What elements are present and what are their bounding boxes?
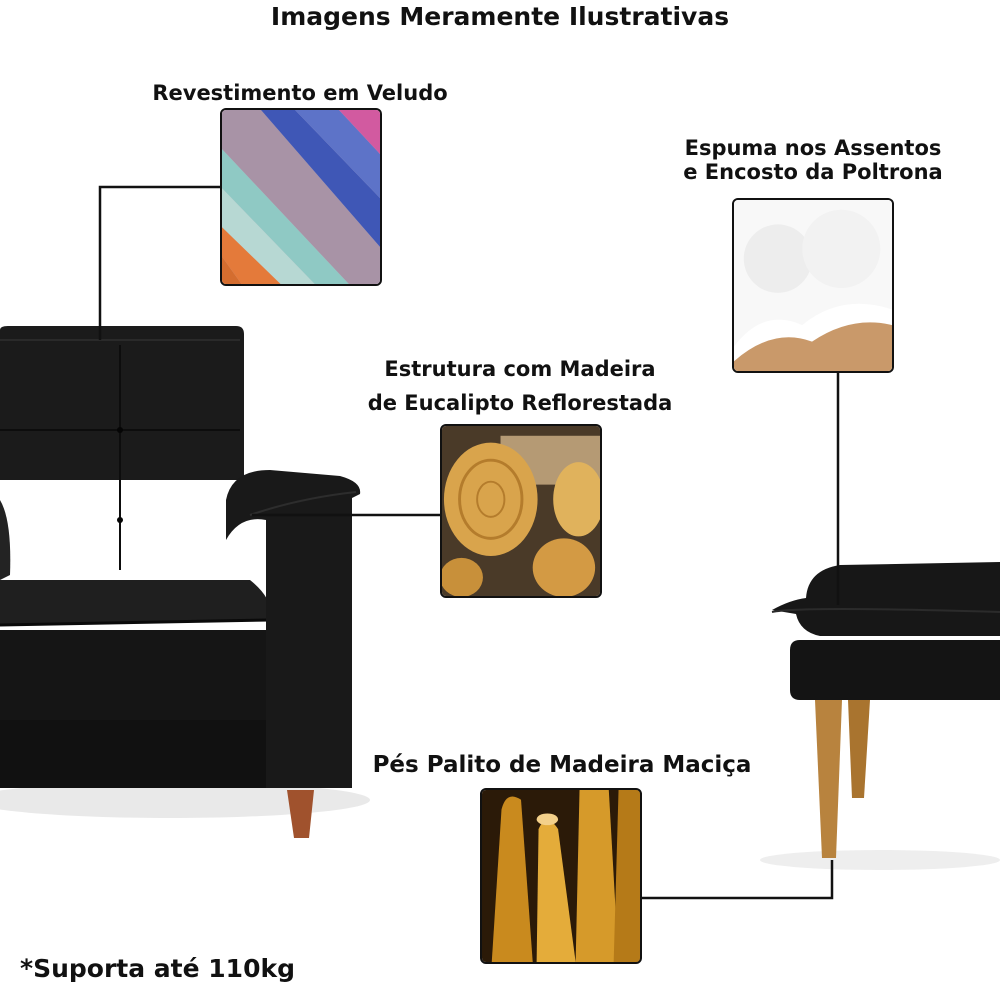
weight-capacity-note: *Suporta até 110kg — [20, 954, 295, 983]
wood-callout-line2: de Eucalipto Reflorestada — [367, 391, 673, 415]
wood-structure-callout-label: Estrutura com Madeira de Eucalipto Reflo… — [368, 352, 673, 420]
leader-line-feet — [640, 860, 834, 900]
velvet-callout-label: Revestimento em Veludo — [152, 81, 448, 105]
foam-callout-label: Espuma nos Assentos e Encosto da Poltron… — [683, 136, 942, 184]
foam-callout-line2: e Encosto da Poltrona — [683, 160, 943, 184]
wood-callout-line1: Estrutura com Madeira — [384, 357, 656, 381]
foam-swatch — [732, 198, 894, 373]
wooden-feet-swatch — [480, 788, 642, 964]
eucalyptus-logs-swatch — [440, 424, 602, 598]
pouf-illustration — [760, 562, 1000, 870]
armchair-illustration — [0, 326, 370, 838]
leader-line-velvet — [98, 185, 222, 340]
page-title: Imagens Meramente Ilustrativas — [270, 2, 730, 31]
foam-callout-line1: Espuma nos Assentos — [684, 136, 942, 160]
velvet-fabric-swatch — [220, 108, 382, 286]
leader-lines — [98, 185, 840, 900]
wooden-feet-callout-label: Pés Palito de Madeira Maciça — [372, 752, 752, 778]
